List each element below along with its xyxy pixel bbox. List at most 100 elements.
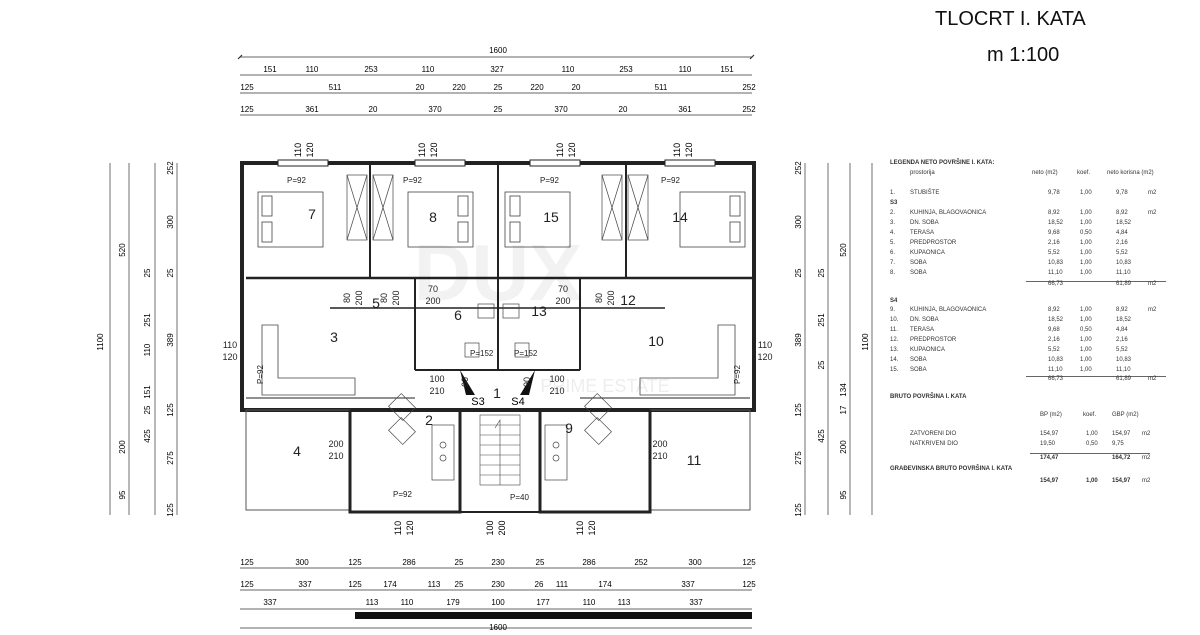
legend-row-name: KUPAONICA [910, 250, 945, 256]
opening-label: 210 [328, 451, 343, 461]
legend-sum-useful: 61,89 [1116, 376, 1132, 382]
legend-row-name: SOBA [910, 357, 927, 363]
dim-top-row2: 125 511 20 220 25 220 20 511 252 [240, 83, 756, 92]
building-walls [240, 161, 756, 514]
dim-top-row3: 125 361 20 370 25 370 20 361 252 [240, 105, 756, 114]
legend-row-net: 9,78 [1048, 190, 1060, 196]
bruto-col-gbp: GBP (m2) [1112, 412, 1139, 418]
gradj-bp: 154,97 [1040, 478, 1059, 484]
top-dimension-lines [237, 54, 755, 116]
stair-arrows [460, 370, 535, 395]
gradj-gbp: 154,97 [1112, 478, 1131, 484]
legend-row-n: 3. [890, 220, 896, 226]
dim-text: 110 [422, 65, 435, 74]
bruto-sum-gbp: 164,72 [1112, 455, 1131, 461]
legend-row-num: 1. [890, 190, 896, 196]
p-label: P=92 [256, 365, 265, 384]
legend-row-useful: 2,16 [1116, 337, 1128, 343]
dim-text: 151 [143, 385, 152, 399]
bruto-sum-bp: 174,47 [1040, 455, 1059, 461]
opening-label: 110 [223, 340, 237, 350]
dim-text: 251 [817, 313, 826, 327]
legend-row-useful: 4,84 [1116, 327, 1128, 333]
legend-row-n: 12. [890, 337, 899, 343]
dim-text: 230 [491, 580, 505, 589]
legend-row-coef: 0,50 [1080, 327, 1092, 333]
legend-row-name: STUBIŠTE [910, 190, 940, 196]
wardrobes [346, 174, 649, 241]
legend-row-coef: 1,00 [1080, 240, 1092, 246]
window-label: 110 [417, 143, 427, 157]
perimeter-labels: P=92 P=92 P=92 P=92 P=92 P=92 P=92 P=40 … [256, 176, 742, 502]
dim-text: 25 [455, 558, 464, 567]
bruto-row-coef: 0,50 [1086, 441, 1098, 447]
dim-text: 110 [583, 598, 596, 607]
opening-label: 80 [379, 293, 389, 303]
dim-text: 25 [455, 580, 464, 589]
dim-text: 125 [742, 558, 756, 567]
watermark-brand: DUX [414, 228, 583, 317]
opening-label: 210 [549, 386, 564, 396]
dim-text: 252 [634, 558, 648, 567]
legend-row-useful: 11,10 [1116, 270, 1131, 276]
legend-row-coef: 1,00 [1080, 367, 1092, 373]
dim-text: 253 [619, 65, 633, 74]
dim-right-total: 1100 [861, 333, 870, 351]
dim-text: 17 [839, 405, 848, 414]
dim-left-inner: 252 300 25 389 125 200 275 125 [118, 161, 175, 517]
legend-row-useful: 2,16 [1116, 240, 1128, 246]
dim-text: 125 [348, 558, 362, 567]
opening-label: 100 [549, 374, 564, 384]
bruto-col-coef: koef. [1083, 412, 1097, 418]
dim-text: 337 [689, 598, 703, 607]
window-label: 110 [672, 143, 682, 157]
legend-row-coef: 1,00 [1080, 260, 1092, 266]
dim-text: 113 [428, 580, 441, 589]
dim-text: 275 [794, 451, 803, 465]
legend-row-coef: 0,50 [1080, 230, 1092, 236]
dim-text: 179 [446, 598, 460, 607]
dim-text: 300 [166, 215, 175, 229]
p-label: P=92 [403, 176, 422, 185]
legend-row-coef: 1,00 [1080, 307, 1092, 313]
legend-row-n: 4. [890, 230, 896, 236]
dim-text: 125 [794, 503, 803, 517]
dim-text: 25 [794, 268, 803, 277]
opening-label: 200 [425, 296, 440, 306]
window-label: 120 [405, 520, 415, 535]
legend-group-s4: S4 [890, 298, 898, 304]
legend-col-coef: koef. [1077, 170, 1091, 176]
dim-text: 20 [369, 105, 378, 114]
dim-text: 113 [366, 598, 379, 607]
legend-row-net: 10,83 [1048, 357, 1064, 363]
bottom-dimension-lines [240, 567, 752, 629]
dim-text: 100 [491, 598, 505, 607]
opening-label: 200 [555, 296, 570, 306]
legend-row-n: 7. [890, 260, 896, 266]
dim-text: 125 [742, 580, 756, 589]
window-label: 110 [555, 143, 565, 157]
bruto-row-bp: 19,50 [1040, 441, 1056, 447]
window-label: 110 [575, 521, 585, 535]
dim-text: 174 [383, 580, 397, 589]
dim-text: 125 [240, 558, 254, 567]
opening-label: 120 [757, 352, 772, 362]
legend-row-coef: 1,00 [1080, 357, 1092, 363]
legend-row-unit: m2 [1148, 190, 1157, 196]
dim-text: 327 [490, 65, 504, 74]
p-label: P=152 [470, 349, 494, 358]
dim-text: 113 [618, 598, 631, 607]
legend-row-useful: 10,83 [1116, 260, 1132, 266]
dim-left-mid: 520 25 251 110 151 25 425 95 [118, 243, 152, 500]
legend-row-name: DN. SOBA [910, 220, 939, 226]
legend-sum-unit: m2 [1148, 376, 1157, 382]
dim-text: 300 [295, 558, 309, 567]
legend-row-useful: 9,78 [1116, 190, 1128, 196]
legend-col-useful: neto korisna (m2) [1107, 170, 1154, 176]
bruto-row-name: NATKRIVENI DIO [910, 441, 958, 447]
dim-text: 95 [839, 490, 848, 499]
legend-row-net: 5,52 [1048, 250, 1060, 256]
dim-text: 361 [305, 105, 319, 114]
gradj-unit: m2 [1142, 478, 1151, 484]
room-number: 8 [429, 209, 437, 225]
